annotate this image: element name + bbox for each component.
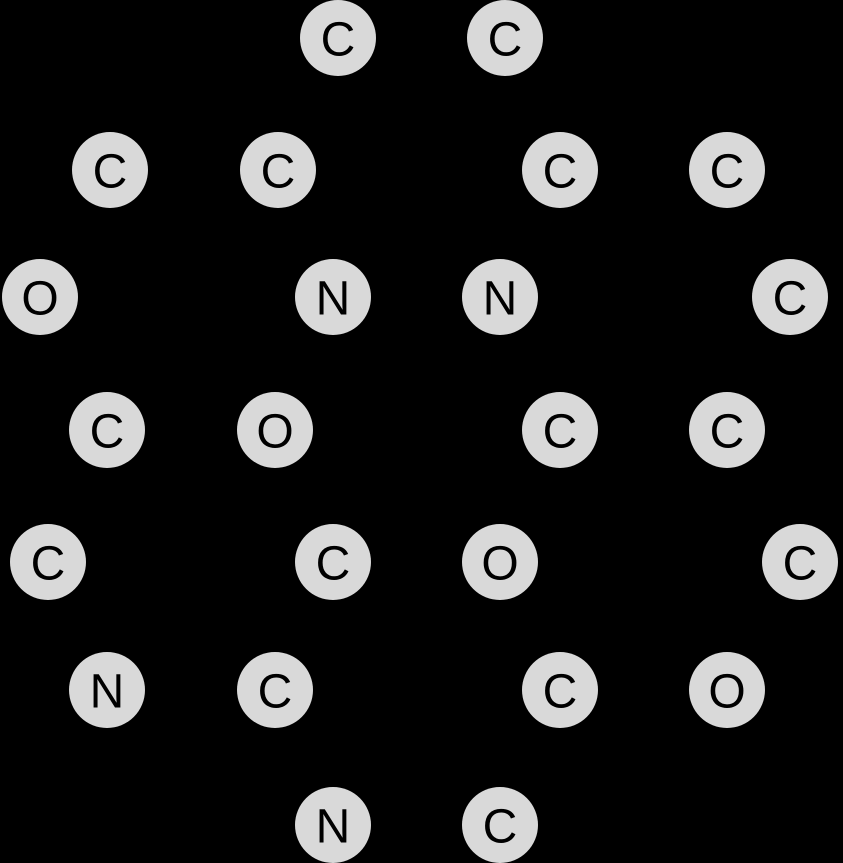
atom-node-c: C (522, 652, 598, 728)
atom-circle (762, 524, 838, 600)
atom-node-n: N (295, 787, 371, 863)
atom-node-o: O (237, 392, 313, 468)
atom-label: C (488, 14, 523, 67)
atom-label: C (321, 14, 356, 67)
atom-node-n: N (462, 259, 538, 335)
atom-node-c: C (462, 787, 538, 863)
atom-label: O (256, 406, 293, 459)
atom-node-n: N (295, 259, 371, 335)
atom-label: C (31, 538, 66, 591)
atom-circle (462, 524, 538, 600)
atom-node-c: C (522, 132, 598, 208)
atom-label: C (543, 666, 578, 719)
atom-circle (467, 0, 543, 76)
atom-circle (237, 652, 313, 728)
atom-circle (295, 787, 371, 863)
atom-label: C (783, 538, 818, 591)
atom-label: O (481, 538, 518, 591)
atom-node-c: C (689, 132, 765, 208)
atom-circle (295, 524, 371, 600)
atom-circle (69, 392, 145, 468)
atom-circle (300, 0, 376, 76)
atom-node-n: N (69, 652, 145, 728)
atom-circle (462, 259, 538, 335)
atom-circle (522, 392, 598, 468)
atom-node-o: O (462, 524, 538, 600)
atom-node-o: O (2, 259, 78, 335)
atom-node-c: C (10, 524, 86, 600)
atom-node-c: C (237, 652, 313, 728)
atom-circle (689, 132, 765, 208)
atom-circle (689, 652, 765, 728)
atom-circle (72, 132, 148, 208)
atom-node-c: C (72, 132, 148, 208)
atom-label: N (316, 801, 351, 854)
atom-circle (752, 259, 828, 335)
atom-label: C (773, 273, 808, 326)
atom-label: C (483, 801, 518, 854)
atom-label: C (261, 146, 296, 199)
atom-label: C (258, 666, 293, 719)
atom-label: C (710, 146, 745, 199)
atom-node-c: C (467, 0, 543, 76)
atom-label: O (708, 666, 745, 719)
atom-label: N (90, 666, 125, 719)
atom-circle (522, 132, 598, 208)
atom-node-c: C (295, 524, 371, 600)
atom-circle (522, 652, 598, 728)
atom-node-c: C (240, 132, 316, 208)
atom-node-c: C (522, 392, 598, 468)
atom-node-o: O (689, 652, 765, 728)
atom-circle (462, 787, 538, 863)
bonds-layer (39, 37, 801, 826)
atom-node-c: C (762, 524, 838, 600)
atom-node-c: C (300, 0, 376, 76)
atom-label: C (316, 538, 351, 591)
atom-circle (10, 524, 86, 600)
atom-label: C (543, 146, 578, 199)
atom-label: N (316, 273, 351, 326)
atom-label: C (710, 406, 745, 459)
atom-label: O (21, 273, 58, 326)
atom-label: C (543, 406, 578, 459)
atom-circle (69, 652, 145, 728)
atom-node-c: C (752, 259, 828, 335)
atom-node-c: C (689, 392, 765, 468)
atom-label: C (93, 146, 128, 199)
atom-node-c: C (69, 392, 145, 468)
atom-circle (295, 259, 371, 335)
atom-label: N (483, 273, 518, 326)
atom-label: C (90, 406, 125, 459)
atom-circle (237, 392, 313, 468)
atom-circle (689, 392, 765, 468)
atom-circle (240, 132, 316, 208)
atom-circle (2, 259, 78, 335)
